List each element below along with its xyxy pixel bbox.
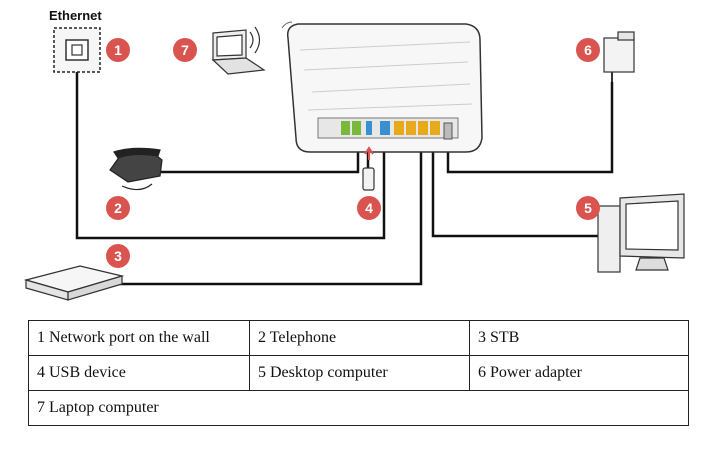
legend-item-laptop-computer: 7 Laptop computer (28, 390, 689, 426)
connection-diagram: 1 2 3 4 5 6 7 (23, 21, 685, 301)
badge-4-label: 4 (365, 200, 373, 216)
badge-2-label: 2 (114, 200, 122, 216)
ethernet-label: Ethernet (49, 8, 102, 23)
legend-table: 1 Network port on the wall 2 Telephone 3… (28, 320, 689, 426)
legend-row: 1 Network port on the wall 2 Telephone 3… (28, 320, 689, 356)
legend-item-power-adapter: 6 Power adapter (469, 355, 689, 391)
badge-1: 1 (106, 38, 130, 62)
laptop-icon (211, 26, 266, 75)
badge-3: 3 (106, 244, 130, 268)
badge-7: 7 (173, 38, 197, 62)
cable-stb-to-router (118, 128, 423, 286)
badge-4: 4 (357, 196, 381, 220)
legend-item-network-port: 1 Network port on the wall (28, 320, 250, 356)
badge-6: 6 (576, 38, 600, 62)
legend-row: 7 Laptop computer (28, 390, 689, 426)
stb-icon (23, 265, 125, 301)
legend-item-telephone: 2 Telephone (249, 320, 470, 356)
cables (75, 70, 614, 286)
cable-desktop-to-router (431, 128, 600, 238)
router-icon (281, 21, 483, 153)
wall-port-icon (53, 27, 101, 73)
badge-5: 5 (576, 196, 600, 220)
legend-item-stb: 3 STB (469, 320, 689, 356)
legend-row: 4 USB device 5 Desktop computer 6 Power … (28, 355, 689, 391)
badge-2: 2 (106, 196, 130, 220)
badge-6-label: 6 (584, 42, 592, 58)
badge-3-label: 3 (114, 248, 122, 264)
cable-wall-to-router (75, 70, 386, 240)
badge-1-label: 1 (114, 42, 122, 58)
legend-item-usb-device: 4 USB device (28, 355, 250, 391)
usb-device-icon (362, 146, 375, 191)
telephone-icon (109, 147, 163, 191)
badge-7-label: 7 (181, 42, 189, 58)
legend-item-desktop-computer: 5 Desktop computer (249, 355, 470, 391)
badge-5-label: 5 (584, 200, 592, 216)
desktop-computer-icon (597, 193, 685, 273)
power-adapter-icon (603, 31, 635, 82)
cable-power-to-router (446, 82, 614, 174)
